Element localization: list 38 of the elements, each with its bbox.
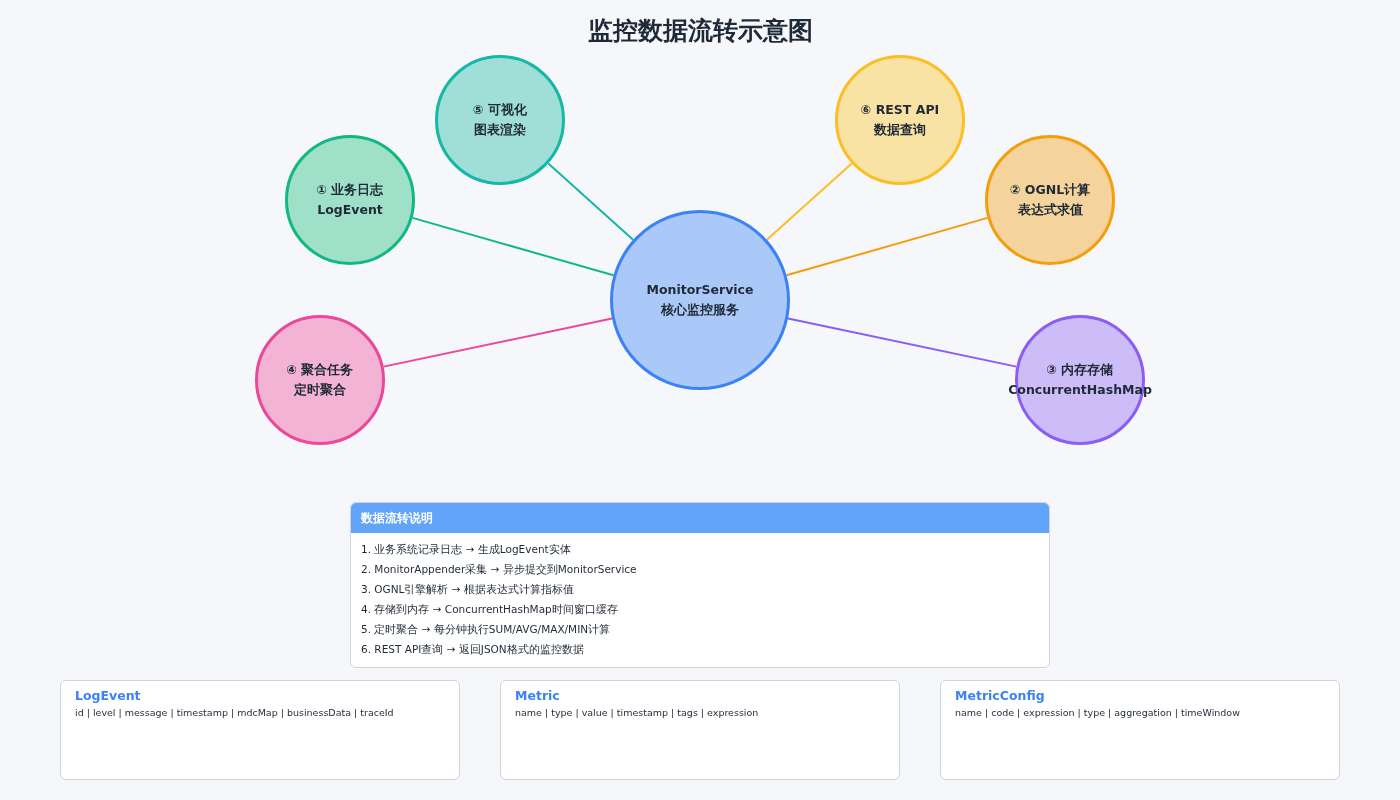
- list-item: 6. REST API查询 → 返回JSON格式的监控数据: [360, 642, 585, 657]
- circle-label: ⑥ REST API: [860, 101, 940, 119]
- list-item: 4. 存储到内存 → ConcurrentHashMap时间窗口缓存: [360, 602, 619, 617]
- connector-line: [382, 317, 613, 368]
- circle-label: 图表渲染: [474, 121, 526, 139]
- connector-line: [787, 317, 1018, 368]
- connector-line: [785, 216, 989, 277]
- circle-label: ② OGNL计算: [1009, 181, 1091, 199]
- list-item: 1. 业务系统记录日志 → 生成LogEvent实体: [360, 542, 572, 557]
- class-card: [500, 680, 900, 780]
- title: 监控数据流转示意图: [586, 15, 814, 47]
- circle-label: ⑤ 可视化: [473, 101, 527, 119]
- circle-label: 数据查询: [874, 121, 926, 139]
- field-list: name | type | value | timestamp | tags | expression: [515, 705, 885, 721]
- connector-line: [765, 162, 853, 241]
- circle-label: MonitorService: [646, 281, 754, 299]
- circle-label: LogEvent: [317, 201, 383, 219]
- circle-label: ConcurrentHashMap: [1008, 381, 1152, 399]
- connector-line: [547, 162, 635, 241]
- circle-label: ① 业务日志: [316, 181, 384, 199]
- class-card: [940, 680, 1340, 780]
- circle-label: 核心监控服务: [661, 301, 739, 319]
- circle-label: 表达式求值: [1017, 201, 1083, 219]
- circle-label: ③ 内存存储: [1046, 361, 1114, 379]
- circle-label: ④ 聚合任务: [286, 361, 354, 379]
- circle-label: 定时聚合: [294, 381, 346, 399]
- list-item: 5. 定时聚合 → 每分钟执行SUM/AVG/MAX/MIN计算: [360, 622, 612, 637]
- field-list: name | code | expression | type | aggregation | timeWindow: [955, 705, 1325, 721]
- info-panel: [350, 502, 1050, 668]
- card-title: LogEvent: [75, 687, 142, 705]
- list-item: 2. MonitorAppender采集 → 异步提交到MonitorService: [360, 562, 638, 577]
- card-title: MetricConfig: [955, 687, 1046, 705]
- list-item: 3. OGNL引擎解析 → 根据表达式计算指标值: [360, 582, 575, 597]
- panel-header: 数据流转说明: [351, 503, 1049, 533]
- class-card: [60, 680, 460, 780]
- connector-line: [411, 216, 615, 277]
- card-title: Metric: [515, 687, 561, 705]
- field-list: id | level | message | timestamp | mdcMap | businessData | traceId: [75, 705, 445, 721]
